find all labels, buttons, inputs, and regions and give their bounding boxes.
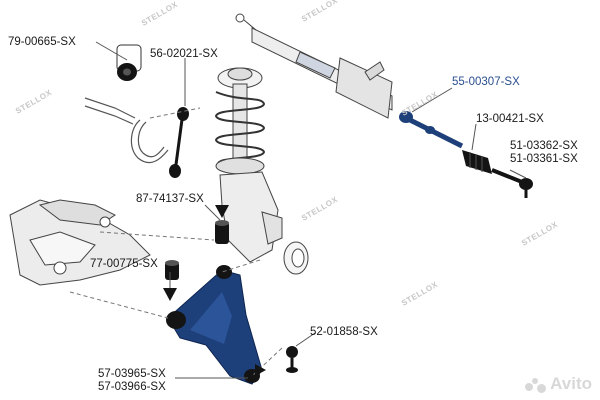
steering-rack-drawing bbox=[235, 13, 393, 119]
part-label-52-01858: 52-01858-SX bbox=[310, 326, 378, 338]
part-label-56-02021: 56-02021-SX bbox=[150, 48, 218, 60]
control-arm-drawing bbox=[166, 265, 263, 385]
avito-watermark: Avito bbox=[525, 374, 592, 394]
part-label-87-74137: 87-74137-SX bbox=[136, 193, 204, 205]
stabilizer-bushing-drawing bbox=[116, 44, 142, 81]
knuckle-hub-drawing bbox=[219, 171, 309, 275]
part-label-51-03362: 51-03362-SX bbox=[510, 140, 578, 152]
rear-bushing-drawing bbox=[165, 260, 179, 280]
part-label-79-00665: 79-00665-SX bbox=[8, 36, 76, 48]
part-label-13-00421: 13-00421-SX bbox=[476, 113, 544, 125]
part-label-77-00775: 77-00775-SX bbox=[90, 258, 158, 270]
arrow-heads bbox=[163, 205, 266, 376]
front-bushing-drawing bbox=[215, 220, 229, 244]
part-label-57-03965: 57-03965-SX bbox=[98, 368, 166, 380]
tie-rod-end-drawing bbox=[491, 168, 533, 198]
part-label-55-00307: 55-00307-SX bbox=[452, 76, 520, 88]
assembly-dashed-lines bbox=[69, 107, 283, 377]
part-label-57-03966: 57-03966-SX bbox=[98, 381, 166, 393]
subframe-drawing bbox=[9, 199, 151, 286]
avito-logo-icon bbox=[525, 377, 547, 393]
part-label-51-03361: 51-03361-SX bbox=[510, 153, 578, 165]
stabilizer-link-drawing bbox=[169, 107, 189, 178]
steering-boot-drawing bbox=[462, 150, 492, 174]
avito-watermark-text: Avito bbox=[550, 374, 592, 393]
ball-joint-drawing bbox=[286, 346, 298, 373]
stabilizer-bar-drawing bbox=[84, 97, 169, 164]
inner-tie-rod-drawing bbox=[399, 111, 464, 149]
